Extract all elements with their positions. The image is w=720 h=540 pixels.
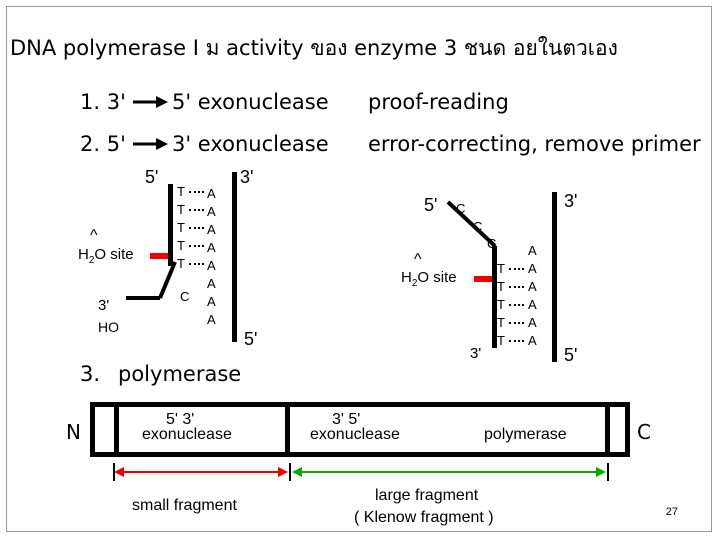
left-h2o-site-marker: [150, 253, 168, 259]
left-primer-bend: [158, 261, 177, 299]
left-mismatch-base: C: [180, 289, 190, 304]
large-fragment-arrow: [289, 463, 609, 481]
activity-1-arrow: [133, 96, 168, 108]
domain2-label: exonuclease: [310, 426, 400, 443]
left-top-3prime: 3': [240, 167, 254, 187]
domain1-primes: 5' 3': [166, 411, 195, 428]
right-base-a-6: A: [528, 333, 537, 348]
right-base-t-4: T: [497, 315, 505, 330]
right-primer-diagonal: [446, 200, 497, 248]
right-base-a-3: A: [528, 279, 537, 294]
domain2-primes: 3' 5': [332, 411, 361, 428]
activity-2-number: 2. 5': [80, 132, 126, 156]
left-top-strand: [168, 184, 173, 266]
activity-3-name: polymerase: [118, 362, 242, 386]
left-site-label: H2O site: [78, 246, 134, 266]
right-base-a-1: A: [528, 243, 537, 258]
left-site-caret: ^: [90, 227, 98, 244]
right-primer-strand: [492, 246, 497, 348]
left-bottom-strand: [232, 172, 237, 342]
small-fragment-arrow: [113, 463, 288, 481]
right-hbond-3: [509, 304, 524, 306]
activity-1-name: 5' exonuclease: [172, 90, 329, 114]
right-hbond-2: [509, 286, 524, 288]
right-base-a-2: A: [528, 261, 537, 276]
left-base-t-1: T: [177, 184, 185, 199]
left-top-5prime: 5': [145, 167, 159, 187]
left-hbond-2: [189, 209, 204, 211]
right-base-t-5: T: [497, 333, 505, 348]
right-base-c-3: C: [487, 236, 497, 251]
activity-2-arrow: [133, 138, 168, 150]
right-site-label: H2O site: [401, 269, 457, 289]
right-site-caret: ^: [414, 251, 422, 268]
right-hbond-5: [509, 340, 524, 342]
right-base-t-1: T: [497, 261, 505, 276]
right-h2o-site-marker: [474, 276, 492, 282]
c-terminus-label: C: [637, 420, 651, 444]
left-base-t-3: T: [177, 220, 185, 235]
left-bottom-5prime: 5': [244, 329, 258, 349]
slide-number: 27: [665, 506, 678, 518]
left-base-a-2: A: [207, 204, 216, 219]
left-hbond-1: [189, 191, 204, 193]
right-hbond-4: [509, 322, 524, 324]
large-fragment-label: large fragment: [375, 487, 479, 504]
left-base-t-2: T: [177, 202, 185, 217]
activity-3-number: 3.: [80, 362, 101, 386]
right-base-c-1: C: [456, 201, 466, 216]
left-base-a-4: A: [207, 240, 216, 255]
protein-bar-divider-3: [605, 402, 610, 457]
right-template-3prime: 3': [564, 191, 578, 211]
activity-1-number: 1. 3': [80, 90, 126, 114]
right-hbond-1: [509, 268, 524, 270]
left-bottom-3prime: 3': [98, 297, 110, 314]
protein-bar-right-edge: [625, 402, 630, 457]
right-base-a-4: A: [528, 297, 537, 312]
n-terminus-label: N: [66, 420, 81, 444]
protein-bar-bottom-edge: [90, 452, 630, 457]
right-base-a-5: A: [528, 315, 537, 330]
right-base-t-3: T: [497, 297, 505, 312]
slide-frame: [6, 6, 712, 532]
klenow-fragment-label: ( Klenow fragment ): [354, 509, 494, 526]
protein-bar-top-edge: [90, 402, 630, 407]
domain3-label: polymerase: [484, 426, 567, 443]
right-primer-5prime: 5': [424, 195, 438, 215]
left-hbond-4: [189, 245, 204, 247]
left-base-a-6: A: [207, 276, 216, 291]
right-template-strand: [552, 192, 557, 362]
left-hbond-3: [189, 227, 204, 229]
right-primer-3prime: 3': [470, 345, 482, 362]
left-base-t-5: T: [177, 256, 185, 271]
activity-2-description: error-correcting, remove primer: [368, 132, 701, 156]
left-base-a-7: A: [207, 294, 216, 309]
protein-bar-divider-1: [114, 402, 119, 457]
right-base-t-2: T: [497, 279, 505, 294]
domain1-label: exonuclease: [142, 426, 232, 443]
left-bottom-ho: HO: [98, 319, 119, 335]
activity-1-description: proof-reading: [368, 90, 509, 114]
right-base-c-2: C: [473, 219, 483, 234]
protein-bar-divider-2: [285, 402, 290, 457]
small-fragment-label: small fragment: [132, 497, 237, 514]
activity-2-name: 3' exonuclease: [172, 132, 329, 156]
left-base-a-5: A: [207, 258, 216, 273]
protein-bar-left-edge: [90, 402, 95, 457]
left-base-a-3: A: [207, 222, 216, 237]
left-hbond-5: [189, 263, 204, 265]
slide-title: DNA polymerase I ม activity ของ enzyme 3…: [10, 36, 618, 60]
left-base-a-8: A: [207, 312, 216, 327]
left-base-a-1: A: [207, 186, 216, 201]
right-template-5prime: 5': [564, 345, 578, 365]
left-base-t-4: T: [177, 238, 185, 253]
